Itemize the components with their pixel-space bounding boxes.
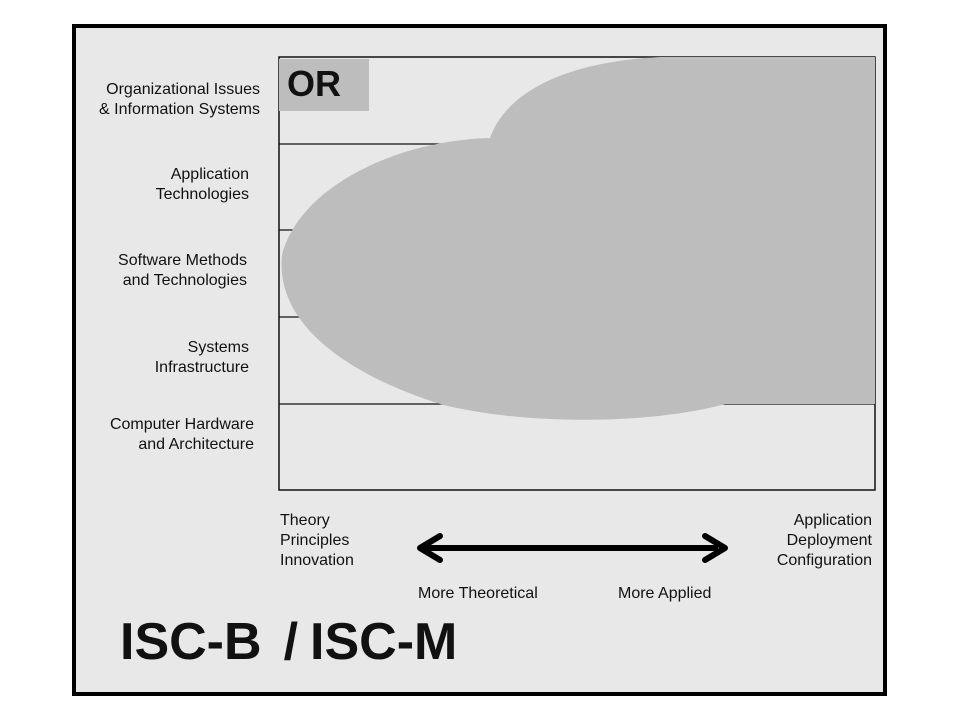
row-label-software-methods: Software Methods and Technologies (118, 251, 247, 291)
row-label-line: and Technologies (122, 272, 247, 289)
axis-label-line: Principles (280, 532, 350, 549)
axis-theoretical-end-label: Theory Principles Innovation (280, 511, 354, 571)
axis-label-line: Innovation (280, 552, 354, 569)
row-label-computer-hardware: Computer Hardware and Architecture (110, 415, 254, 455)
row-label-line: and Architecture (138, 436, 254, 453)
row-label-line: Technologies (155, 186, 249, 203)
row-label-line: Systems (187, 339, 249, 356)
axis-applied-end-label: Application Deployment Configuration (777, 511, 872, 571)
or-region (281, 57, 876, 420)
row-label-line: Application (170, 166, 249, 183)
axis-arrow-right-head (702, 533, 728, 563)
or-label: OR (287, 63, 341, 104)
row-label-line: Computer Hardware (109, 416, 254, 433)
row-label-line: Organizational Issues (106, 81, 260, 98)
title-left: ISC-B (120, 613, 262, 671)
title-right: ISC-M (310, 613, 458, 671)
axis-label-line: Theory (280, 512, 330, 529)
more-theoretical-label: More Theoretical (418, 585, 538, 602)
title-separator: / (283, 613, 299, 671)
or-label-box (279, 59, 369, 111)
axis-arrow-left-head (417, 533, 443, 563)
more-applied-label: More Applied (618, 585, 712, 602)
row-label-systems-infrastructure: Systems Infrastructure (155, 338, 249, 378)
row-label-line: & Information Systems (99, 101, 260, 118)
row-label-line: Software Methods (118, 252, 247, 269)
axis-label-line: Configuration (776, 552, 872, 569)
axis-label-line: Application (793, 512, 872, 529)
row-label-line: Infrastructure (154, 359, 249, 376)
row-label-application-technologies: Application Technologies (156, 165, 249, 205)
axis-label-line: Deployment (786, 532, 872, 549)
page-title: ISC-B /ISC-M (120, 612, 457, 672)
row-label-organizational: Organizational Issues & Information Syst… (99, 80, 260, 120)
